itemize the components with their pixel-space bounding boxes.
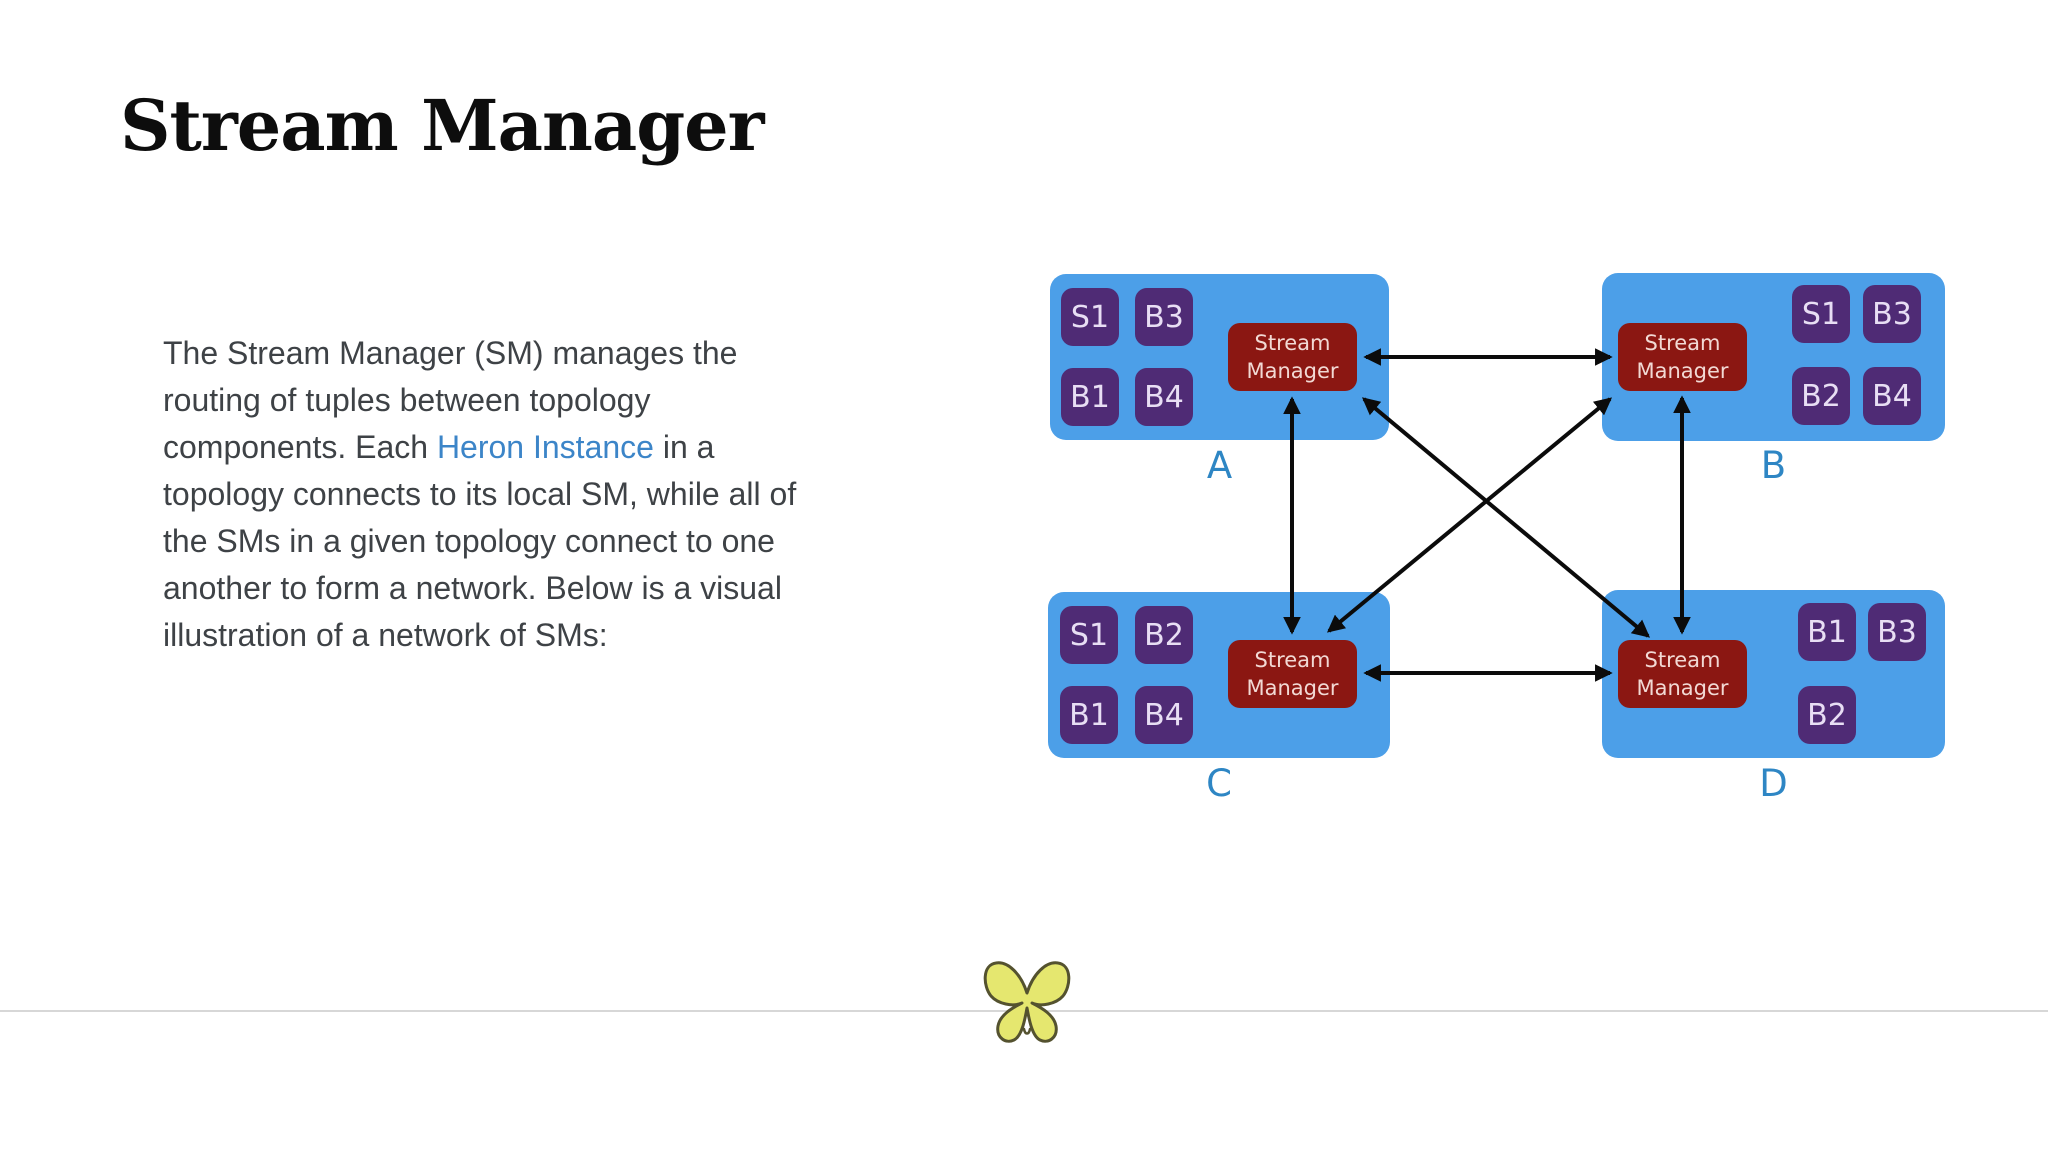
intro-line: routing of tuples between topology <box>163 382 651 418</box>
topology-container-a: S1 B3 B1 B4 Stream Manager <box>1050 274 1389 440</box>
sm-label-line: Stream <box>1644 331 1721 355</box>
container-label-a: A <box>1206 444 1233 487</box>
instance-box: B4 <box>1135 368 1193 426</box>
instance-box: B1 <box>1798 603 1856 661</box>
instance-box: B2 <box>1798 686 1856 744</box>
intro-line: components. Each Heron Instance in a <box>163 424 973 471</box>
intro-line: the SMs in a given topology connect to o… <box>163 523 775 559</box>
intro-paragraph: The Stream Manager (SM) manages the rout… <box>163 330 973 659</box>
instance-box: B3 <box>1135 288 1193 346</box>
instance-box: B3 <box>1863 285 1921 343</box>
sm-label-line: Manager <box>1246 359 1339 383</box>
instance-box: B1 <box>1061 368 1119 426</box>
sm-label-line: Manager <box>1636 676 1729 700</box>
page-title: Stream Manager <box>120 84 765 167</box>
instance-box: B4 <box>1135 686 1193 744</box>
stream-manager-node-d: Stream Manager <box>1618 640 1747 708</box>
intro-text: components. Each <box>163 429 437 465</box>
sm-label-line: Stream <box>1254 648 1331 672</box>
stream-manager-node-b: Stream Manager <box>1618 323 1747 391</box>
instance-box: B4 <box>1863 367 1921 425</box>
instance-box: B3 <box>1868 603 1926 661</box>
butterfly-logo-icon <box>983 961 1071 1043</box>
sm-label-line: Stream <box>1644 648 1721 672</box>
instance-box: B2 <box>1135 606 1193 664</box>
container-label-b: B <box>1760 444 1787 487</box>
instance-box: S1 <box>1060 606 1118 664</box>
intro-line: illustration of a network of SMs: <box>163 617 608 653</box>
topology-container-d: B1 B3 B2 Stream Manager <box>1602 590 1945 758</box>
sm-label-line: Stream <box>1254 331 1331 355</box>
topology-container-c: S1 B2 B1 B4 Stream Manager <box>1048 592 1390 758</box>
heron-instance-link[interactable]: Heron Instance <box>436 429 654 465</box>
topology-container-b: S1 B3 B2 B4 Stream Manager <box>1602 273 1945 441</box>
sm-label-line: Manager <box>1636 359 1729 383</box>
instance-box: B2 <box>1792 367 1850 425</box>
instance-box: S1 <box>1061 288 1119 346</box>
intro-text: in a <box>653 429 715 465</box>
sm-label-line: Manager <box>1246 676 1339 700</box>
stream-manager-node-c: Stream Manager <box>1228 640 1357 708</box>
stream-manager-node-a: Stream Manager <box>1228 323 1357 391</box>
instance-box: B1 <box>1060 686 1118 744</box>
intro-line: The Stream Manager (SM) manages the <box>163 335 738 371</box>
container-label-d: D <box>1759 762 1788 805</box>
instance-box: S1 <box>1792 285 1850 343</box>
intro-line: topology connects to its local SM, while… <box>163 476 797 512</box>
container-label-c: C <box>1206 762 1232 805</box>
intro-line: another to form a network. Below is a vi… <box>163 570 782 606</box>
